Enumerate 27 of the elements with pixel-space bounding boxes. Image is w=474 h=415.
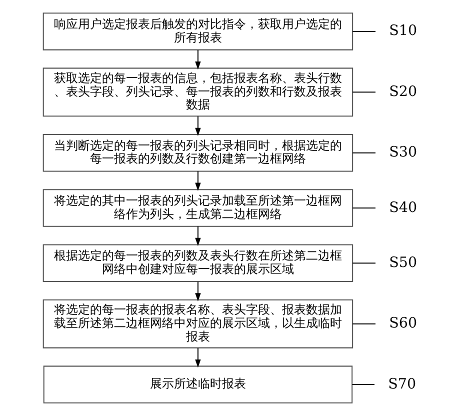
node-text: S60 [389, 315, 418, 332]
node-box: 获取选定的每一报表的信息，包括报表名称、表头行数、表头字段、列头记录、每一报表的列数和行数及报表数据 [42, 67, 354, 116]
connector [352, 152, 376, 153]
connector [352, 322, 376, 324]
connector [352, 30, 376, 32]
connector [352, 262, 376, 264]
arrow [195, 226, 201, 246]
node-box: 展示所述临时报表 [43, 365, 353, 403]
node-box: 将选定的其中一报表的列头记录加载至所述第一边框网络作为列头，生成第二边框网络 [42, 188, 354, 226]
node-box: 响应用户选定报表后触发的对比指令，获取用户选定的所有报表 [42, 12, 354, 50]
node-text: S70 [388, 376, 416, 392]
arrow [195, 348, 201, 368]
node-text: S40 [389, 199, 418, 216]
node-box: 根据选定的每一报表的列数及表头行数在所述第二边框网络中创建对应每一报表的展示区域 [42, 244, 354, 282]
node-text: S30 [389, 144, 418, 160]
node-text: S20 [389, 83, 418, 100]
arrow [195, 281, 201, 301]
node-text: S50 [389, 254, 418, 270]
arrow [195, 170, 201, 190]
node-box: 当判断选定的每一报表的列头记录相同时，根据选定的每一报表的列数及行数创建第一边框网络 [42, 134, 354, 172]
connector [352, 384, 374, 385]
node-box: 将选定的每一报表的报表名称、表头字段、报表数据加载至所述第二边框网络中对应的展示区域，以生成临时报表 [42, 298, 354, 348]
node-text: S10 [389, 22, 418, 39]
connector [352, 207, 376, 208]
arrow [195, 116, 201, 136]
connector [352, 91, 376, 92]
arrow [195, 50, 201, 70]
